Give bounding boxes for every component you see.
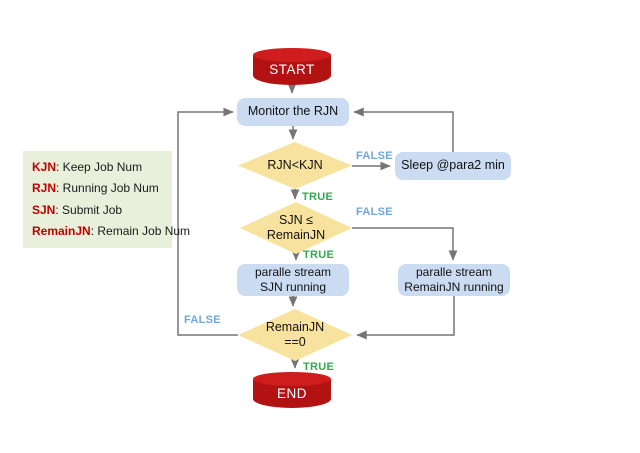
edge-label-true-d1: TRUE bbox=[302, 191, 334, 203]
edge-label-false-d2: FALSE bbox=[356, 206, 393, 218]
cylinder-top bbox=[253, 48, 331, 62]
legend-term: KJN bbox=[32, 160, 57, 174]
edge-label-true-d2: TRUE bbox=[303, 249, 335, 261]
legend-item-remainjn: RemainJN: Remain Job Num bbox=[32, 223, 190, 238]
edge-decision2-false-to-parallel-remainjn bbox=[352, 227, 458, 261]
edge-sleep-to-monitor bbox=[353, 107, 454, 152]
legend-item-sjn: SJN: Submit Job bbox=[32, 203, 172, 217]
process-sleep: Sleep @para2 min bbox=[395, 152, 511, 180]
edge-label-false-d3: FALSE bbox=[184, 314, 221, 326]
process-parallel-sjn: paralle stream SJN running bbox=[237, 264, 349, 296]
end-terminator: END bbox=[253, 372, 331, 408]
legend-item-rjn: RJN: Running Job Num bbox=[32, 181, 172, 195]
edge-parallel-remainjn-to-decision3 bbox=[356, 296, 455, 340]
start-label: START bbox=[269, 62, 315, 77]
end-label: END bbox=[276, 385, 307, 401]
legend-desc: : Submit Job bbox=[55, 202, 123, 217]
legend-desc: : Keep Job Num bbox=[56, 160, 143, 174]
edge-decision3-false-to-monitor bbox=[177, 107, 238, 336]
edge-label-false-d1: FALSE bbox=[356, 150, 393, 162]
legend-term: SJN bbox=[32, 202, 56, 217]
cylinder-top bbox=[253, 372, 331, 386]
edge-label-true-d3: TRUE bbox=[303, 361, 335, 373]
start-terminator: START bbox=[253, 48, 331, 85]
legend-desc: : Running Job Num bbox=[56, 181, 159, 196]
process-parallel-remainjn: paralle stream RemainJN running bbox=[398, 264, 510, 296]
legend-box: KJN: Keep Job Num RJN: Running Job Num S… bbox=[23, 151, 190, 248]
process-monitor-rjn: Monitor the RJN bbox=[237, 98, 349, 126]
legend-desc: : Remain Job Num bbox=[90, 223, 191, 238]
legend-item-kjn: KJN: Keep Job Num bbox=[32, 160, 172, 174]
legend-term: RJN bbox=[32, 181, 57, 196]
legend-term: RemainJN bbox=[32, 223, 91, 238]
